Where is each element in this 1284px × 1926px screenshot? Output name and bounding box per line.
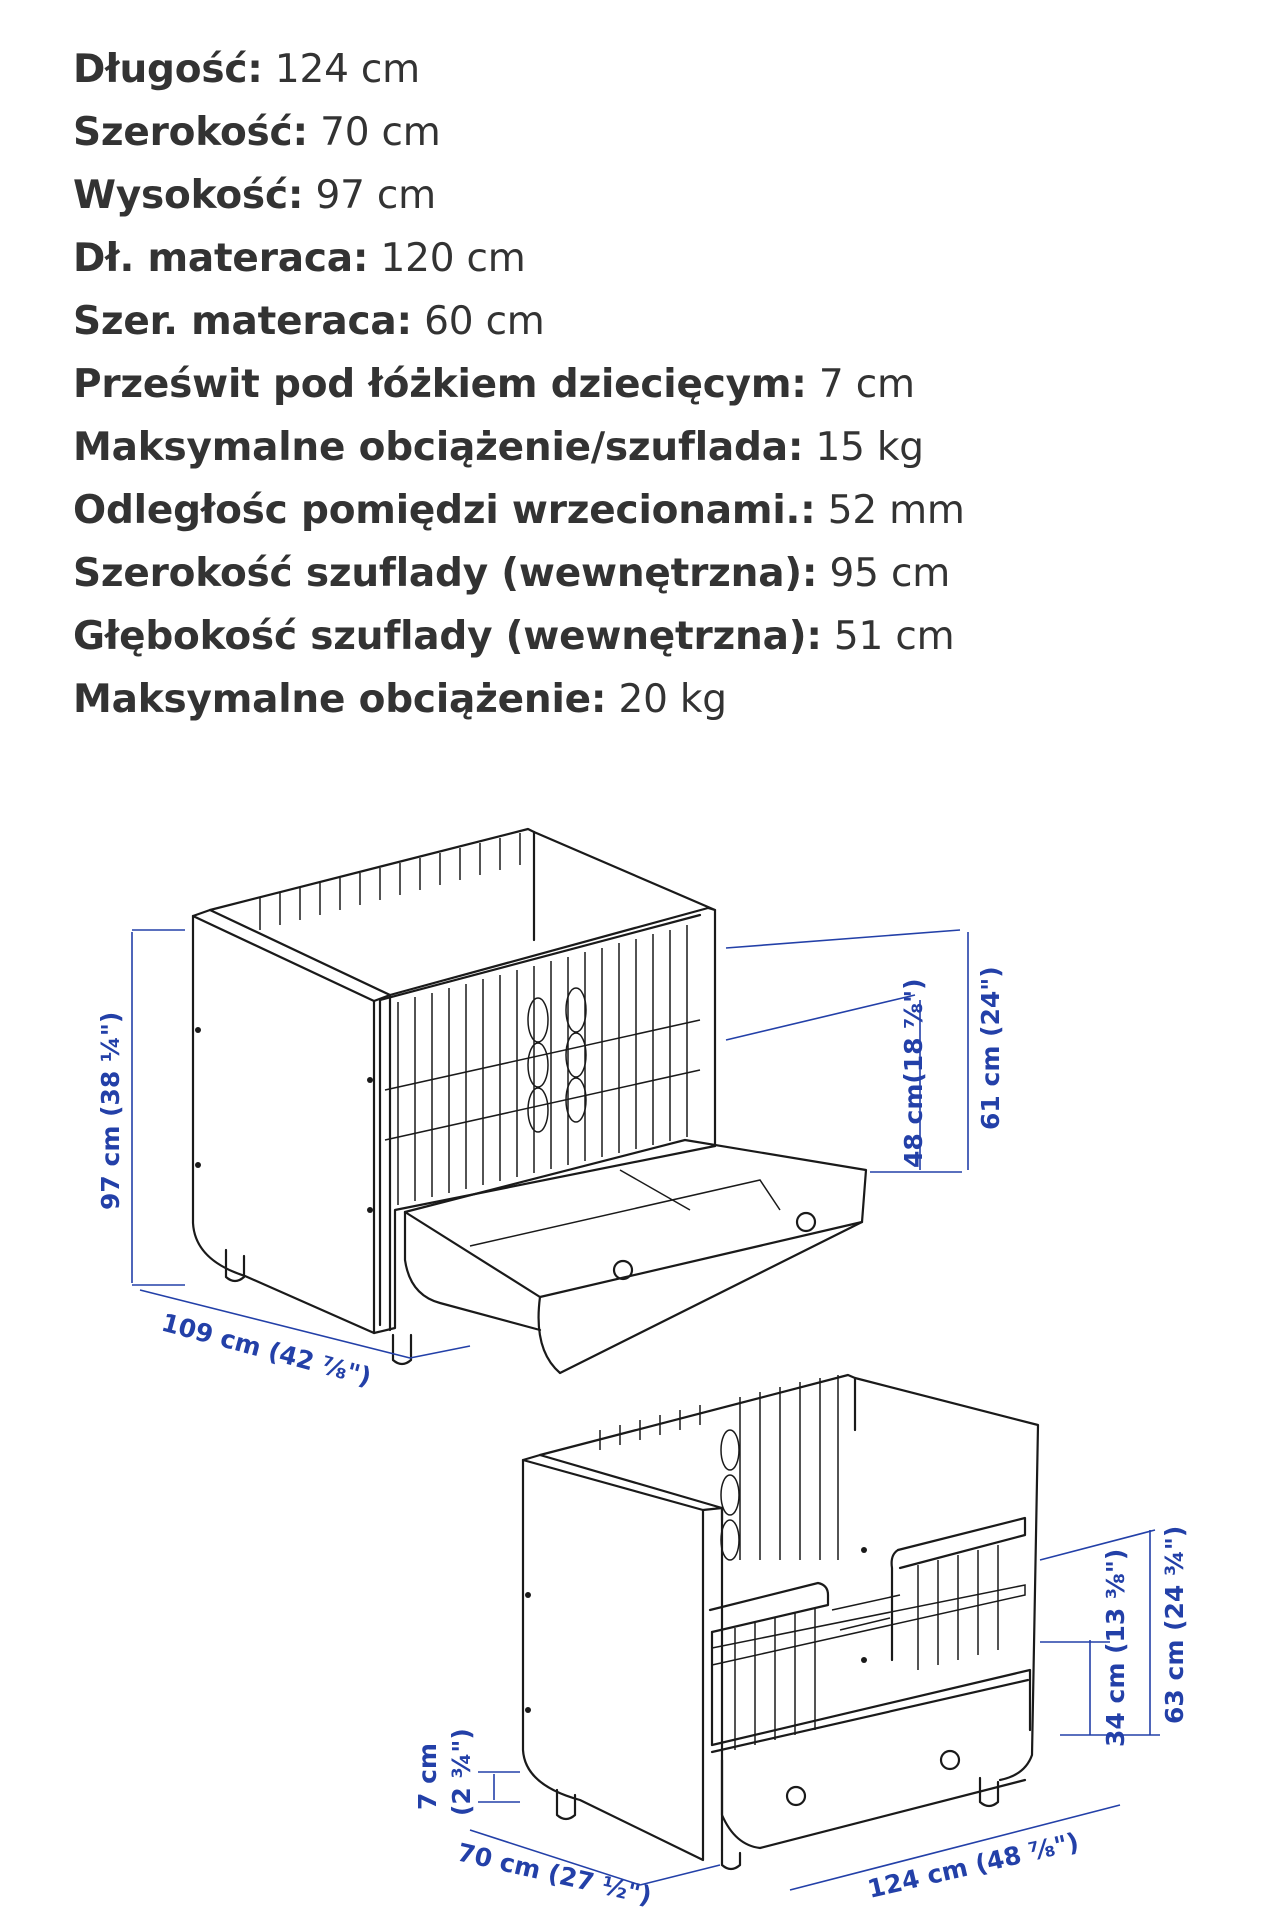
spec-value: 15 kg — [815, 425, 924, 470]
spec-value: 60 cm — [424, 299, 545, 344]
spec-label: Szerokość: — [73, 110, 308, 155]
side-high-63-label: 63 cm (24 ¾") — [1160, 1526, 1189, 1724]
spec-label: Maksymalne obciążenie: — [73, 677, 607, 722]
width-70-label: 70 cm (27 ½") — [455, 1838, 655, 1911]
length-124-label: 124 cm (48 ⅞") — [865, 1827, 1082, 1904]
spec-row: Szerokość szuflady (wewnętrzna): 95 cm — [73, 542, 1223, 605]
spec-label: Wysokość: — [73, 173, 304, 218]
spec-value: 95 cm — [829, 551, 951, 596]
crib-drawing-bottom — [521, 1373, 1040, 1871]
crib-dimension-diagram: 97 cm (38 ¼") 109 cm (42 ⅞") 48 cm(18 ⅞"… — [96, 827, 1189, 1911]
clearance-7-inch-label: (2 ¾") — [447, 1728, 476, 1816]
spec-label: Szerokość szuflady (wewnętrzna): — [73, 551, 818, 596]
spec-value: 20 kg — [618, 677, 727, 722]
side-low-34-label: 34 cm (13 ⅜") — [1101, 1549, 1130, 1747]
spec-value: 120 cm — [380, 236, 526, 281]
spec-row: Prześwit pod łóżkiem dziecięcym: 7 cm — [73, 353, 1223, 416]
spec-row: Odległośc pomiędzi wrzecionami.: 52 mm — [73, 479, 1223, 542]
spec-row: Maksymalne obciążenie/szuflada: 15 kg — [73, 416, 1223, 479]
spec-row: Maksymalne obciążenie: 20 kg — [73, 668, 1223, 731]
open-drawer — [403, 1138, 868, 1375]
spec-value: 7 cm — [818, 362, 915, 407]
spec-row: Głębokość szuflady (wewnętrzna): 51 cm — [73, 605, 1223, 668]
spec-label: Maksymalne obciążenie/szuflada: — [73, 425, 804, 470]
clearance-7-label: 7 cm — [413, 1743, 442, 1810]
mattress-height-48-label: 48 cm(18 ⅞") — [899, 978, 928, 1168]
spec-label: Dł. materaca: — [73, 236, 369, 281]
spec-label: Odległośc pomiędzi wrzecionami.: — [73, 488, 816, 533]
spec-value: 52 mm — [827, 488, 965, 533]
crib-drawing-top — [191, 827, 868, 1375]
spec-label: Szer. materaca: — [73, 299, 412, 344]
spec-value: 124 cm — [274, 47, 420, 92]
height-97-label: 97 cm (38 ¼") — [96, 1012, 125, 1210]
spec-row: Wysokość: 97 cm — [73, 164, 1223, 227]
spec-row: Szer. materaca: 60 cm — [73, 290, 1223, 353]
spec-label: Prześwit pod łóżkiem dziecięcym: — [73, 362, 807, 407]
spec-value: 97 cm — [315, 173, 436, 218]
spec-value: 51 cm — [833, 614, 955, 659]
depth-109-label: 109 cm (42 ⅞") — [158, 1308, 374, 1392]
spec-row: Dł. materaca: 120 cm — [73, 227, 1223, 290]
spec-value: 70 cm — [320, 110, 441, 155]
side-height-61-label: 61 cm (24") — [976, 966, 1005, 1130]
spec-row: Szerokość: 70 cm — [73, 101, 1223, 164]
bottom-dimensions: 34 cm (13 ⅜") 63 cm (24 ¾") 7 cm (2 ¾") … — [413, 1526, 1189, 1911]
spec-label: Długość: — [73, 47, 263, 92]
spec-row: Długość: 124 cm — [73, 38, 1223, 101]
spec-label: Głębokość szuflady (wewnętrzna): — [73, 614, 822, 659]
